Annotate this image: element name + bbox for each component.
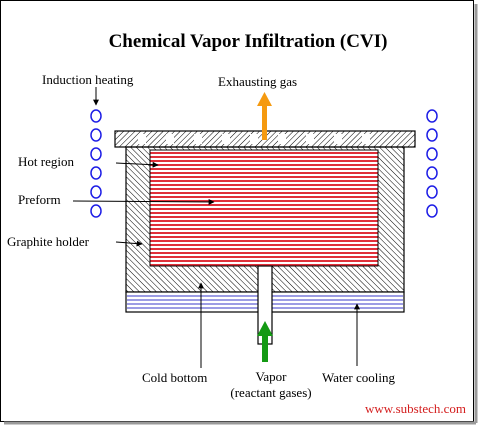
label-vapor: Vapor bbox=[255, 369, 287, 384]
coil-loop-icon bbox=[90, 185, 102, 199]
induction-coil-right bbox=[426, 109, 438, 218]
label-water-cooling: Water cooling bbox=[322, 370, 395, 385]
coil-loop-icon bbox=[426, 109, 438, 123]
label-reactant-gases: (reactant gases) bbox=[230, 385, 311, 400]
lid-gap bbox=[166, 134, 174, 144]
page-title: Chemical Vapor Infiltration (CVI) bbox=[109, 31, 388, 52]
coil-loop-icon bbox=[426, 166, 438, 180]
lid-gap bbox=[138, 134, 146, 144]
lid-gap bbox=[362, 134, 370, 144]
lid-gap bbox=[334, 134, 342, 144]
label-preform: Preform bbox=[18, 192, 61, 207]
label-graphite-holder: Graphite holder bbox=[7, 234, 90, 249]
coil-loop-icon bbox=[90, 166, 102, 180]
lid-gap bbox=[278, 134, 286, 144]
label-induction-heating: Induction heating bbox=[42, 72, 134, 87]
lid-gap bbox=[250, 134, 258, 144]
watermark-url: www.substech.com bbox=[365, 401, 466, 416]
label-cold-bottom: Cold bottom bbox=[142, 370, 207, 385]
up-arrow-icon bbox=[257, 321, 273, 362]
label-hot-region: Hot region bbox=[18, 154, 74, 169]
induction-coil-left bbox=[90, 109, 102, 218]
coil-loop-icon bbox=[426, 204, 438, 218]
coil-loop-icon bbox=[90, 204, 102, 218]
label-exhausting-gas: Exhausting gas bbox=[218, 74, 297, 89]
lid-gap bbox=[306, 134, 314, 144]
coil-loop-icon bbox=[90, 109, 102, 123]
coil-loop-icon bbox=[90, 147, 102, 161]
lid-gap bbox=[222, 134, 230, 144]
pointer-arrow-icon bbox=[72, 198, 215, 205]
lid-gap bbox=[194, 134, 202, 144]
pointer-arrow-icon bbox=[115, 240, 143, 247]
coil-loop-icon bbox=[426, 128, 438, 142]
up-arrow-icon bbox=[257, 92, 272, 140]
coil-loop-icon bbox=[426, 185, 438, 199]
preform bbox=[149, 149, 379, 267]
pointer-arrow-icon bbox=[115, 161, 159, 168]
coil-loop-icon bbox=[426, 147, 438, 161]
coil-loop-icon bbox=[90, 128, 102, 142]
